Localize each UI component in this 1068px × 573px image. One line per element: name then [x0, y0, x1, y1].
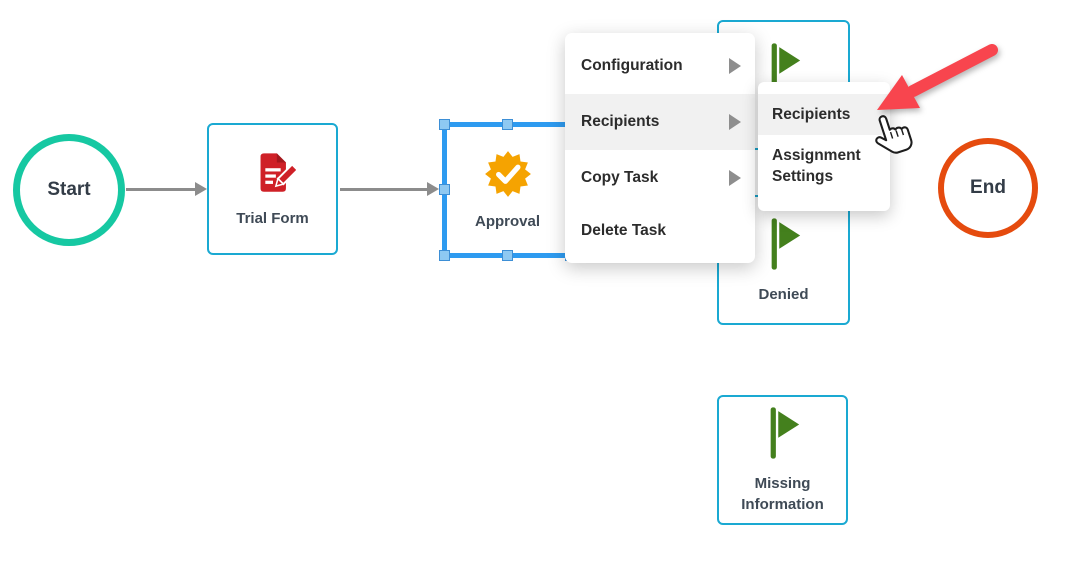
- submenu-item-assignment-settings[interactable]: Assignment Settings: [758, 135, 890, 197]
- submenu-item-label: Assignment Settings: [772, 147, 861, 185]
- connector-trialform-to-approval[interactable]: [340, 182, 439, 196]
- flag-icon: [765, 216, 803, 277]
- selection-handle[interactable]: [501, 250, 513, 261]
- node-approval[interactable]: Approval: [439, 119, 576, 261]
- menu-item-configuration[interactable]: Configuration: [565, 38, 755, 94]
- menu-item-recipients[interactable]: Recipients: [565, 94, 755, 150]
- submenu-caret-icon: [729, 114, 741, 130]
- document-edit-icon: [250, 150, 299, 201]
- flag-icon: [764, 405, 802, 466]
- node-missing-information[interactable]: Missing Information: [717, 395, 848, 525]
- selection-handle[interactable]: [439, 184, 450, 195]
- submenu-caret-icon: [729, 58, 741, 74]
- node-label: Missing Information: [741, 475, 824, 513]
- node-label: Denied: [758, 285, 809, 303]
- menu-item-label: Recipients: [581, 113, 660, 130]
- selection-handle[interactable]: [439, 119, 450, 130]
- menu-item-delete-task[interactable]: Delete Task: [565, 206, 755, 256]
- selection-handle[interactable]: [439, 250, 450, 261]
- node-label: Trial Form: [236, 209, 309, 227]
- submenu-caret-icon: [729, 170, 741, 186]
- connector-arrowhead-icon: [195, 182, 207, 196]
- context-menu: Configuration Recipients Copy Task Delet…: [565, 33, 755, 263]
- menu-item-label: Configuration: [581, 57, 683, 74]
- connector-start-to-trialform[interactable]: [126, 182, 207, 196]
- flag-icon: [765, 41, 803, 102]
- start-node[interactable]: Start: [13, 134, 125, 246]
- connector-arrowhead-icon: [427, 182, 439, 196]
- submenu-item-label: Recipients: [772, 106, 851, 123]
- menu-item-label: Delete Task: [581, 222, 667, 239]
- start-label: Start: [47, 179, 91, 200]
- node-trial-form[interactable]: Trial Form: [207, 123, 338, 255]
- selection-handle[interactable]: [501, 119, 513, 130]
- menu-item-copy-task[interactable]: Copy Task: [565, 150, 755, 206]
- end-label: End: [970, 177, 1006, 198]
- menu-item-label: Copy Task: [581, 169, 659, 186]
- node-label: Approval: [474, 212, 540, 230]
- approval-badge-icon: [483, 149, 533, 204]
- recipients-submenu: Recipients Assignment Settings: [758, 82, 890, 211]
- submenu-item-recipients[interactable]: Recipients: [758, 94, 890, 135]
- end-node[interactable]: End: [938, 138, 1038, 238]
